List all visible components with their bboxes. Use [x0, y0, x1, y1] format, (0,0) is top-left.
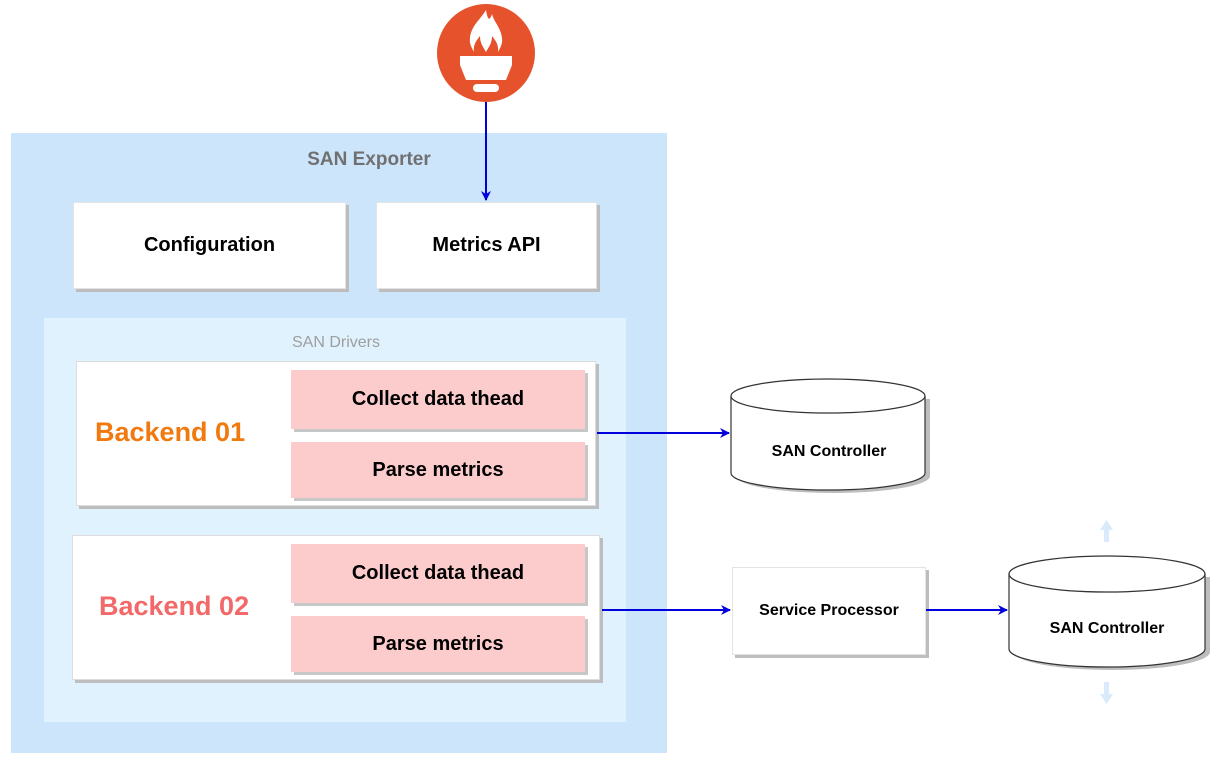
- san-exporter-title: SAN Exporter: [307, 149, 431, 170]
- configuration-box: Configuration: [73, 202, 346, 289]
- prometheus-torch-icon: [437, 4, 535, 102]
- san-drivers-title: SAN Drivers: [291, 334, 380, 351]
- backend-01-parse-task: Parse metrics: [291, 442, 585, 498]
- service-processor-box: Service Processor: [732, 567, 926, 655]
- metrics-api-box: Metrics API: [376, 202, 597, 289]
- backend-01-label: Backend 01: [95, 417, 246, 447]
- san-controller-2-label: SAN Controller: [1049, 620, 1165, 637]
- backend-02-label: Backend 02: [99, 591, 250, 621]
- backend-02-parse-task: Parse metrics: [291, 616, 585, 672]
- backend-01-collect-task: Collect data thead: [291, 370, 585, 429]
- backend-02-collect-task: Collect data thead: [291, 544, 585, 603]
- san-controller-1-cylinder: [730, 378, 930, 493]
- san-controller-1-label: SAN Controller: [771, 443, 887, 460]
- faint-up-arrow-icon: [1100, 520, 1113, 542]
- san-controller-2-cylinder: [1008, 555, 1210, 670]
- faint-down-arrow-icon: [1100, 682, 1113, 704]
